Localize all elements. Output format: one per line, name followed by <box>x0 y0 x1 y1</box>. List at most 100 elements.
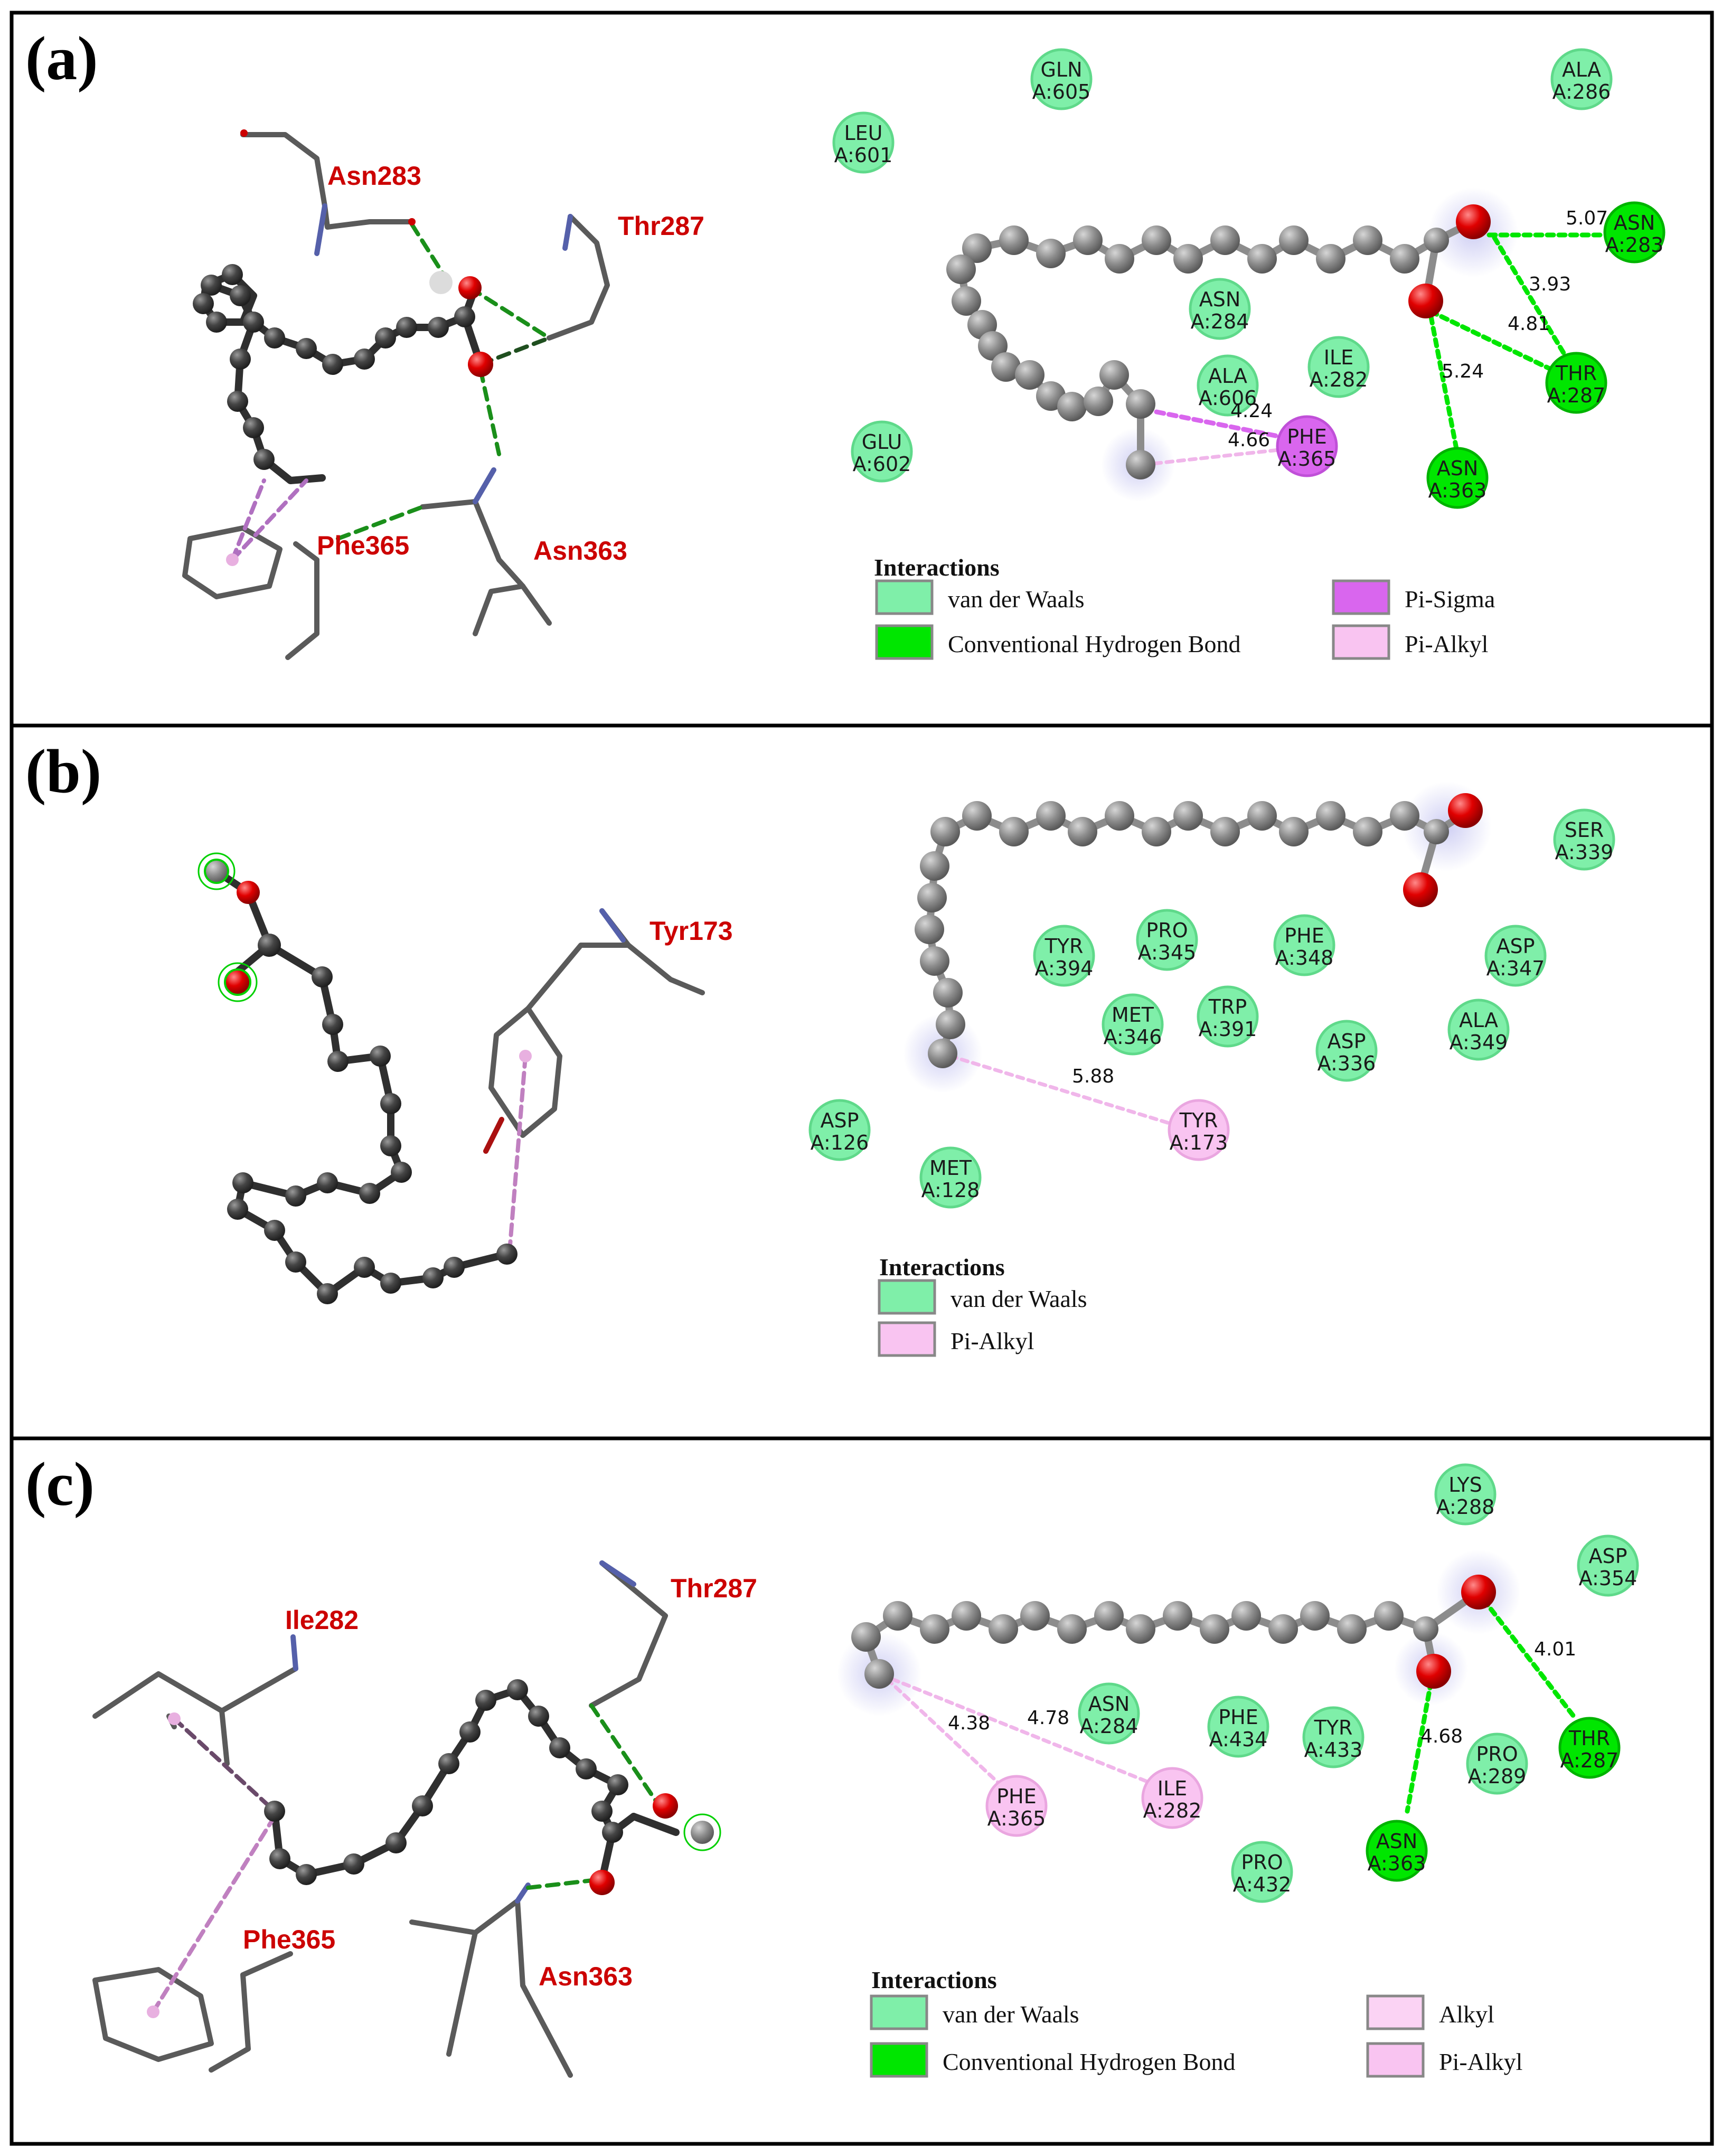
residue-id: A:363 <box>1368 1852 1426 1875</box>
hbond-line-a-363 <box>1428 314 1460 457</box>
asn363-stick <box>420 499 552 626</box>
residue-name: PHE <box>996 1785 1037 1808</box>
hbond-thr287-dash-1 <box>468 286 551 340</box>
residue-id: A:433 <box>1304 1738 1363 1762</box>
residue-circle <box>1102 993 1164 1056</box>
res-label-c-1: Thr287 <box>671 1574 757 1603</box>
distance-c-0: 4.01 <box>1534 1639 1576 1660</box>
residue-circle <box>1434 1463 1497 1526</box>
legend-swatch-pi_alkyl <box>878 1321 936 1357</box>
distance-c-3: 4.78 <box>1027 1707 1069 1729</box>
residue-id: A:432 <box>1233 1873 1292 1896</box>
distance-a-0: 5.07 <box>1566 208 1608 229</box>
legend-label-hbond: Conventional Hydrogen Bond <box>943 2048 1236 2075</box>
residue-id: A:348 <box>1275 946 1334 969</box>
panel-label-a: (a) <box>25 24 98 93</box>
legend-swatch-alkyl <box>1366 1994 1425 2030</box>
residue-name: LEU <box>844 121 883 145</box>
residue-name: PHE <box>1284 924 1324 947</box>
residue-circle <box>808 1099 871 1161</box>
residue-id: A:347 <box>1486 957 1545 980</box>
residue-id: A:365 <box>987 1807 1046 1830</box>
residue-id: A:365 <box>1278 447 1337 470</box>
residue-circle <box>985 1775 1048 1837</box>
residue-name: GLU <box>862 430 902 454</box>
legend-a-title: Interactions <box>874 554 1000 581</box>
legend-label-pi_alkyl: Pi-Alkyl <box>1439 2048 1522 2075</box>
residue-circle <box>1315 1020 1378 1082</box>
residue-name: ASN <box>1088 1692 1130 1716</box>
legend-label-vdw: van der Waals <box>943 2001 1079 2028</box>
residue-circle <box>1231 1841 1293 1903</box>
tyr173-backbone <box>525 943 631 1011</box>
res-label-a-3: Asn363 <box>533 536 627 566</box>
pi-dash-2 <box>230 478 308 562</box>
distance-a-5: 4.66 <box>1228 429 1270 451</box>
residue-name: TRP <box>1208 995 1247 1019</box>
res-label-b-0: Tyr173 <box>650 916 733 946</box>
hbond-line-c-363 <box>1405 1679 1434 1814</box>
residue-circle <box>1553 808 1615 871</box>
thr287-stick <box>547 214 610 341</box>
legend-swatch-vdw <box>870 1994 928 2030</box>
panel-label-b: (b) <box>25 737 101 806</box>
residue-name: ASP <box>1496 935 1535 958</box>
legend-c-title: Interactions <box>871 1966 997 1993</box>
residue-id: A:363 <box>1428 479 1487 502</box>
ligand-b-atoms <box>197 852 532 1304</box>
residue-name: PRO <box>1241 1851 1283 1874</box>
legend-swatch-pi_sigma <box>1332 579 1390 615</box>
hbond-asn283-dash <box>410 222 446 277</box>
pi-dash-1 <box>230 478 266 562</box>
distances-a: 5.07 3.93 4.81 5.24 4.24 4.66 <box>1228 208 1608 451</box>
res-label-c-2: Phe365 <box>243 1925 335 1954</box>
residue-name: ALA <box>1459 1009 1498 1032</box>
tyr173-ring <box>488 1006 562 1138</box>
distances-c: 4.01 4.68 4.38 4.78 <box>948 1639 1576 1747</box>
residue-name: ASN <box>1376 1830 1418 1853</box>
residue-name: MET <box>1112 1003 1154 1027</box>
legend-swatch-hbond <box>875 624 934 660</box>
distance-a-4: 4.24 <box>1230 400 1273 422</box>
residue-circle <box>1366 1820 1428 1882</box>
residue-name: MET <box>929 1156 972 1180</box>
hbond-line-a-287-1 <box>1492 235 1576 372</box>
phe365-stick <box>285 541 319 660</box>
ligand-c-atoms <box>147 1679 721 2018</box>
residue-name: ASN <box>1199 288 1241 311</box>
panel-b-3d-view: Tyr173 <box>197 852 733 1304</box>
panel-a-2d-diagram: GLNA:605ALAA:286LEUA:601ASNA:283ASNA:284… <box>832 48 1665 660</box>
panel-label-c: (c) <box>25 1449 95 1519</box>
residue-id: A:349 <box>1450 1031 1508 1054</box>
residue-id: A:287 <box>1560 1749 1619 1772</box>
distance-c-1: 4.68 <box>1420 1726 1463 1747</box>
residue-name: THR <box>1555 362 1597 385</box>
residue-id: A:605 <box>1032 80 1091 103</box>
residue-circle <box>1603 201 1665 263</box>
legend-label-vdw: van der Waals <box>948 586 1085 613</box>
legend-swatch-pi_alkyl <box>1332 624 1390 660</box>
residue-id: A:286 <box>1552 80 1611 103</box>
distance-a-3: 5.24 <box>1442 361 1484 382</box>
res-label-a-2: Phe365 <box>317 531 409 560</box>
residue-circle <box>1276 415 1338 477</box>
residue-id: A:287 <box>1547 384 1606 407</box>
residue-id: A:601 <box>834 144 893 167</box>
